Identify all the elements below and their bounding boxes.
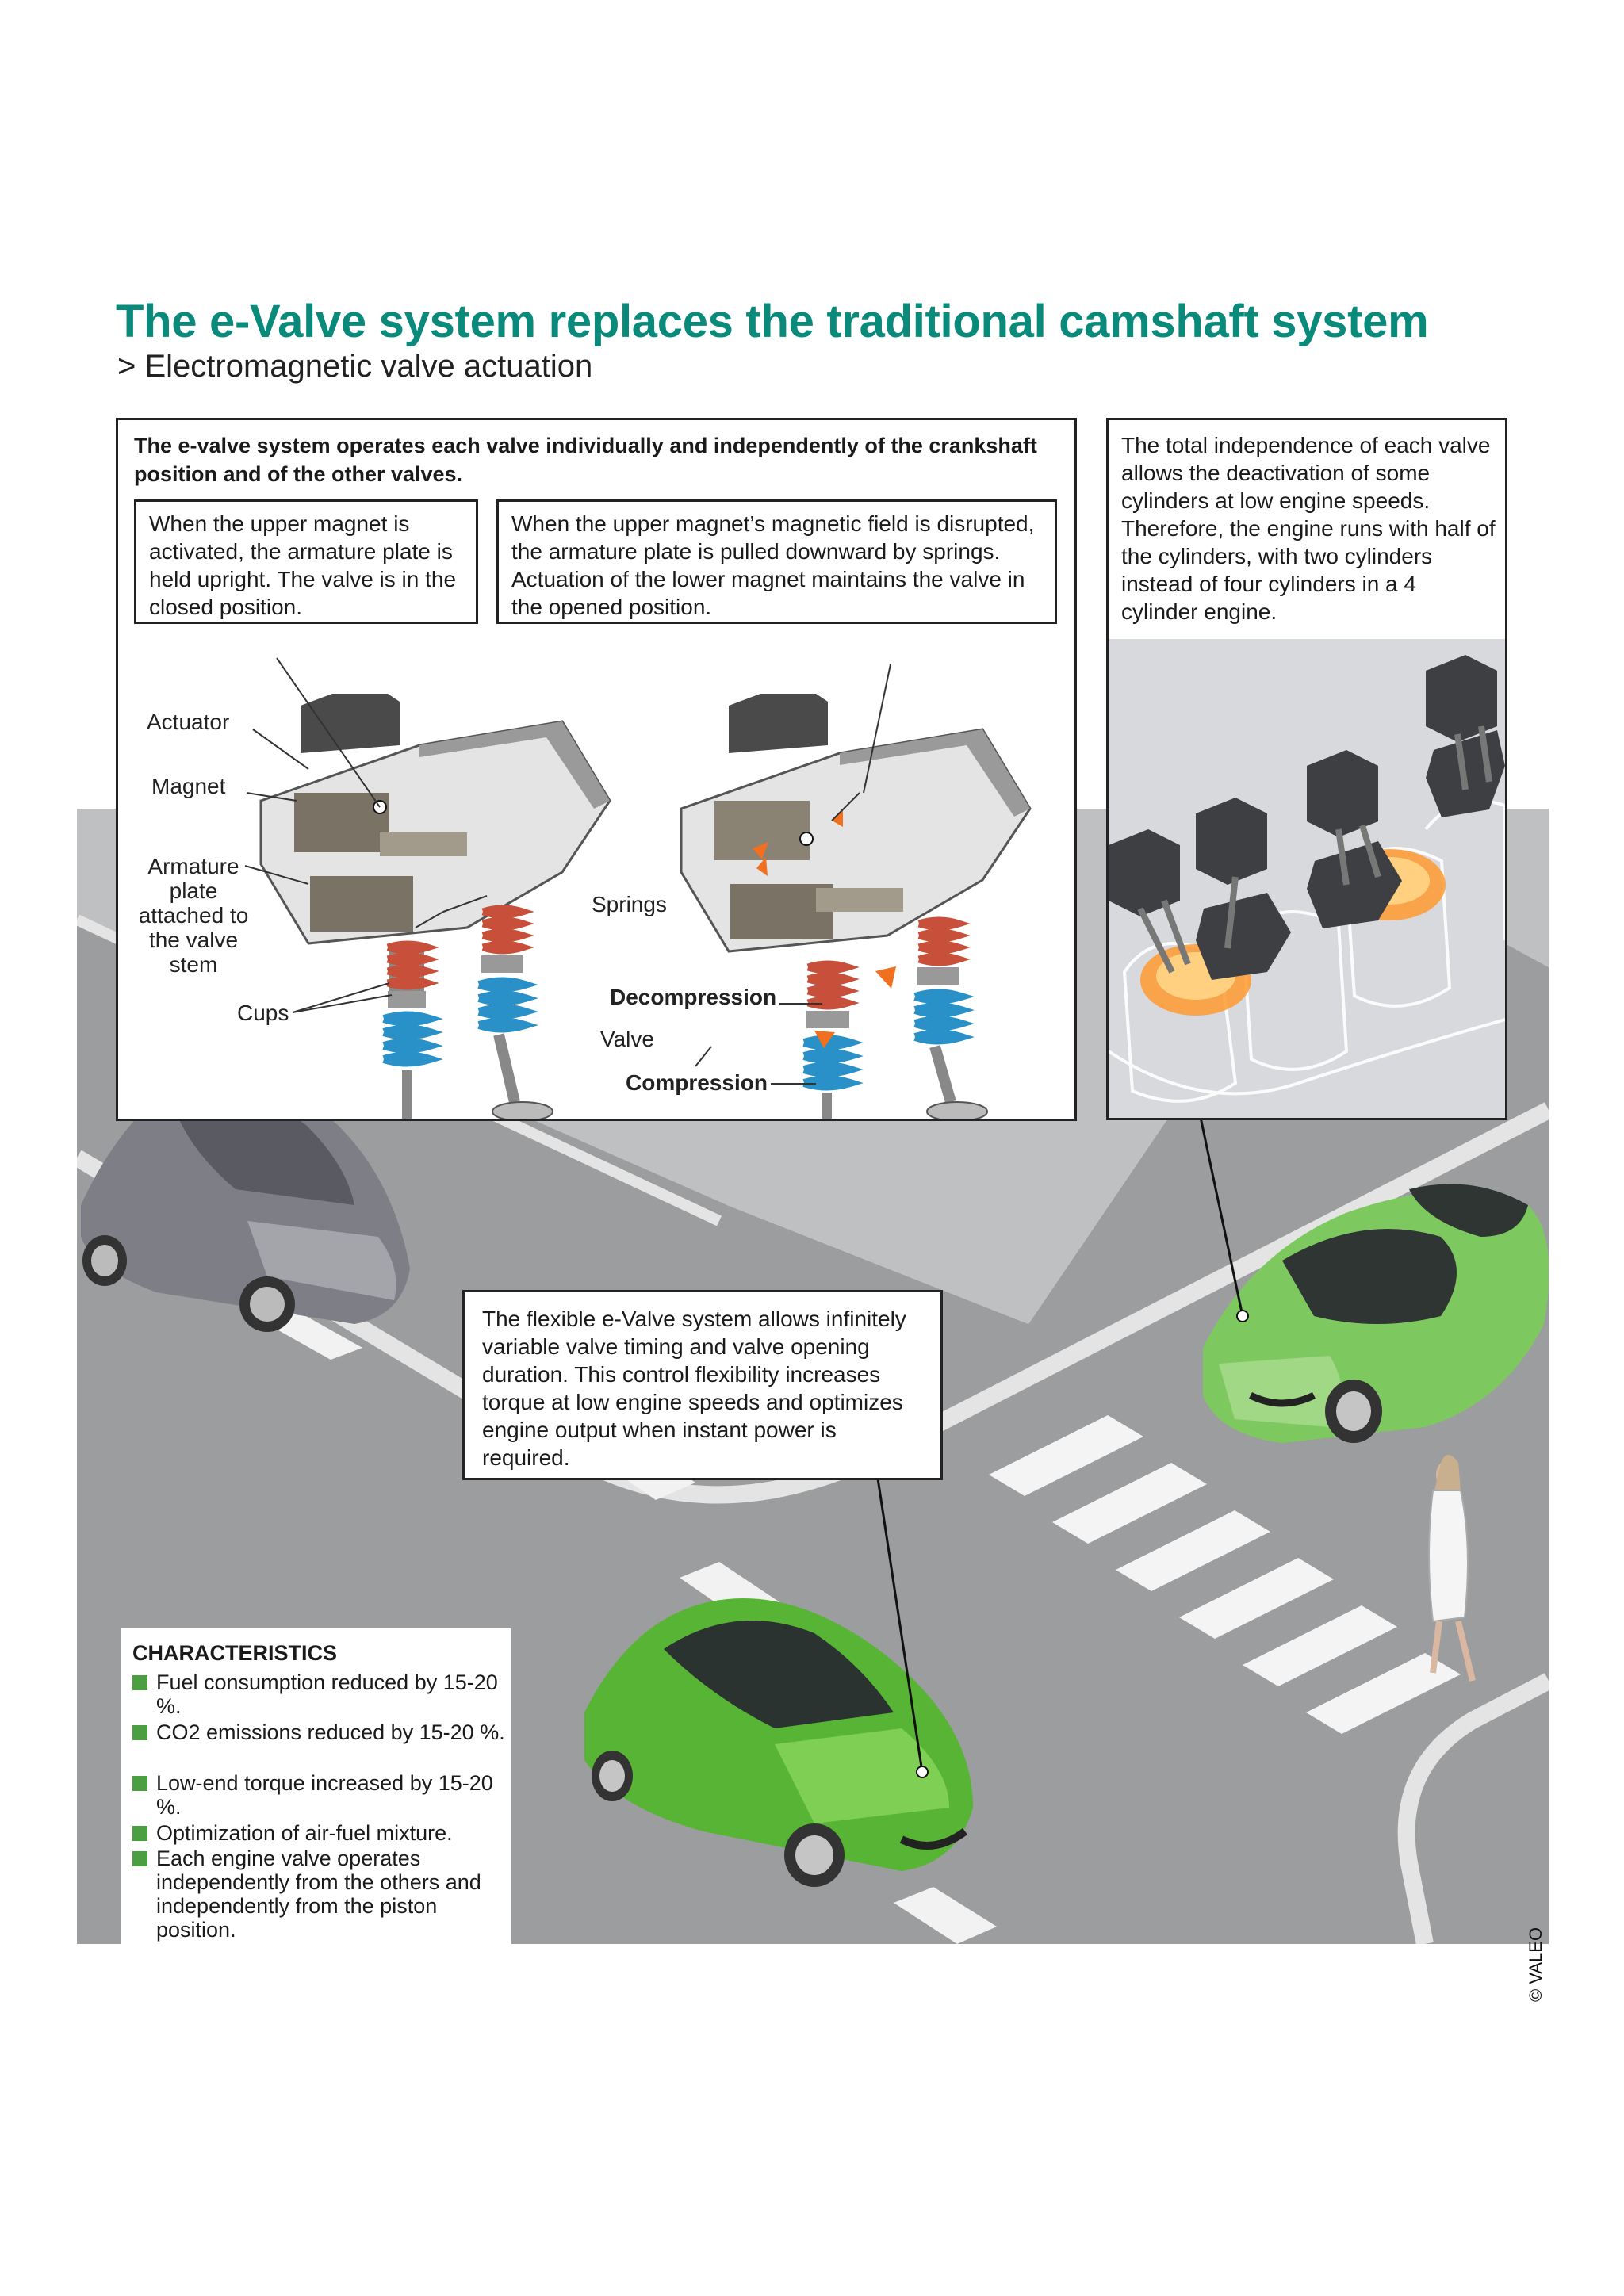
engine-cylinders-illustration (1109, 639, 1505, 1118)
open-position-callout: When the upper magnet’s magnetic field i… (496, 499, 1057, 624)
main-diagram-box: The e-valve system operates each valve i… (116, 418, 1077, 1121)
valve-timing-callout: The flexible e-Valve system allows infin… (462, 1290, 943, 1480)
actuator-label: Actuator (147, 710, 230, 734)
closed-position-text: When the upper magnet is activated, the … (149, 511, 457, 619)
compression-label: Compression (626, 1070, 768, 1095)
characteristic-item: CO2 emissions reduced by 15-20 %. (132, 1720, 505, 1744)
bullet-square-icon (132, 1725, 147, 1740)
cylinder-deactivation-box: The total independence of each valve all… (1106, 418, 1507, 1120)
magnet-label: Magnet (151, 774, 226, 798)
characteristic-item: Optimization of air-fuel mixture. (132, 1821, 505, 1845)
callout-lines (244, 657, 891, 1085)
leader-line-car (876, 1478, 924, 1773)
page-title: The e-Valve system replaces the traditio… (116, 296, 1429, 347)
characteristics-title: CHARACTERISTICS (132, 1641, 338, 1665)
characteristic-item: Fuel consumption reduced by 15-20 %. (132, 1670, 505, 1718)
characteristic-item: Each engine valve operates independently… (132, 1846, 505, 1942)
closed-valve-springs (382, 905, 553, 1119)
closed-valve-actuator (259, 694, 611, 1119)
crosswalk (989, 1415, 1461, 1734)
green-car-front (584, 1598, 973, 1887)
valve-timing-text: The flexible e-Valve system allows infin… (482, 1307, 906, 1470)
cylinder-deactivation-text: The total independence of each valve all… (1121, 433, 1496, 624)
copyright-credit: © VALEO (1526, 1927, 1545, 2002)
decompression-label: Decompression (610, 985, 777, 1009)
bullet-square-icon (132, 1776, 147, 1791)
open-valve-springs (802, 916, 988, 1119)
pedestrian (1428, 1455, 1476, 1682)
open-position-text: When the upper magnet’s magnetic field i… (511, 511, 1035, 619)
closed-position-callout: When the upper magnet is activated, the … (134, 499, 478, 624)
motion-arrows (753, 809, 896, 1048)
bullet-square-icon (132, 1826, 147, 1841)
green-car-right (1203, 1184, 1549, 1443)
sidewalk-curb-right (1397, 1673, 1549, 1944)
characteristics-panel: CHARACTERISTICS Fuel consumption reduced… (121, 1628, 511, 1946)
cups-label: Cups (237, 1001, 289, 1025)
copyright-text: © VALEO (1526, 1927, 1545, 2002)
page-subtitle: > Electromagnetic valve actuation (117, 349, 593, 384)
characteristic-item: Low-end torque increased by 15-20 %. (132, 1771, 505, 1819)
springs-label: Springs (592, 892, 667, 916)
leader-line-cylinders (1197, 1109, 1244, 1317)
valve-actuators-illustration (244, 657, 1032, 1119)
bullet-square-icon (132, 1675, 147, 1690)
armature-label: Armature plate attached to the valve ste… (138, 854, 249, 977)
open-valve-actuator (680, 694, 1032, 1119)
valve-label: Valve (600, 1027, 654, 1051)
main-box-heading: The e-valve system operates each valve i… (134, 434, 1037, 486)
bullet-square-icon (132, 1851, 147, 1866)
